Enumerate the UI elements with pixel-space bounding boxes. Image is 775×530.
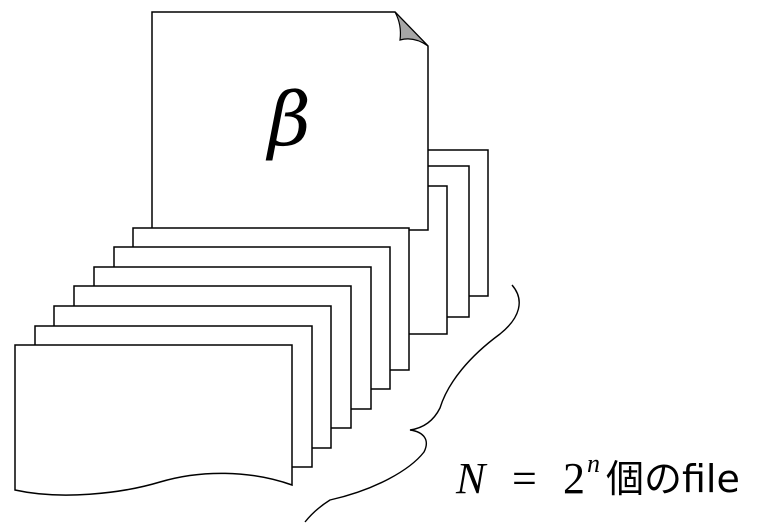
front-sheet bbox=[14, 344, 293, 496]
label-suffix: 個のfile bbox=[606, 457, 740, 501]
count-label: N = 2 n 個のfile bbox=[455, 449, 740, 503]
top-file-page bbox=[151, 11, 429, 231]
label-base: 2 bbox=[563, 454, 585, 503]
label-equals: = bbox=[512, 454, 537, 503]
top-file: β bbox=[151, 11, 429, 231]
beta-symbol: β bbox=[265, 77, 311, 163]
label-n-capital: N bbox=[455, 454, 488, 503]
count-brace bbox=[304, 284, 520, 523]
label-exponent: n bbox=[587, 449, 600, 478]
page-fold-corner bbox=[394, 11, 429, 47]
front-sheets bbox=[14, 227, 410, 496]
